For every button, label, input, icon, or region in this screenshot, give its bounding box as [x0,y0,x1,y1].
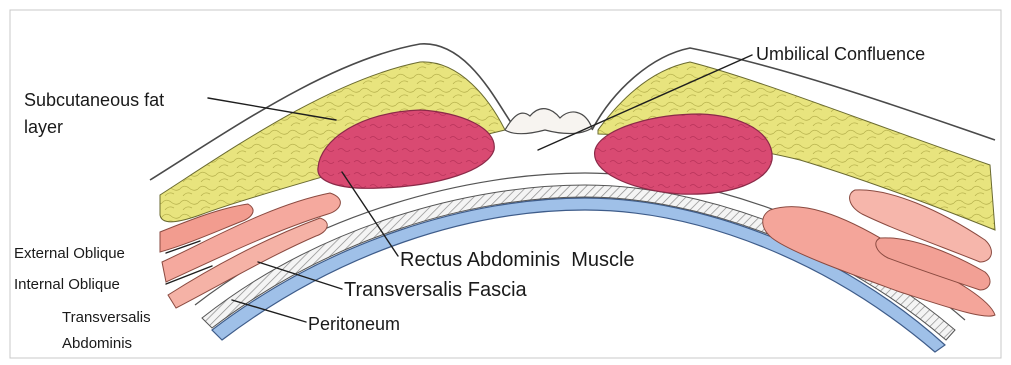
label-subcutaneous-fat-line1: Subcutaneous fat [24,90,164,110]
label-rectus-abdominis: Rectus Abdominis Muscle [400,249,635,271]
label-transversalis-fascia: Transversalis Fascia [344,279,528,301]
label-subcutaneous-fat-line2: layer [24,117,63,137]
label-transversalis-abdominis-line2: Abdominis [62,335,132,352]
label-umbilical-confluence: Umbilical Confluence [756,44,925,64]
label-external-oblique: External Oblique [14,245,125,262]
label-internal-oblique: Internal Oblique [14,276,120,293]
label-peritoneum: Peritoneum [308,314,400,334]
label-transversalis-abdominis-line1: Transversalis [62,309,151,326]
